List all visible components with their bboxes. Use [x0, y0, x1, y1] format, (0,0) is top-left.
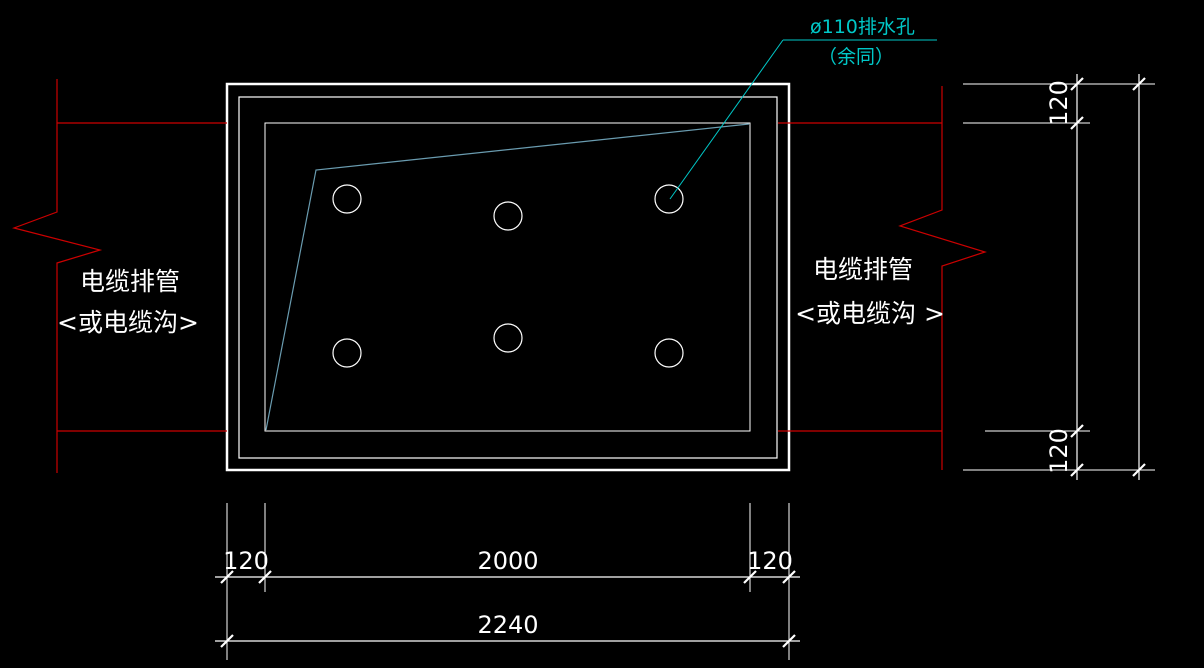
- bottom-dimension-chain: [215, 570, 800, 584]
- dimension-tick: [1070, 463, 1084, 477]
- drain-hole: [493, 323, 523, 353]
- left-cable-duct: [11, 79, 227, 473]
- dimension-tick: [220, 570, 234, 584]
- drain-hole: [654, 338, 684, 368]
- floor-slope-line: [265, 123, 750, 431]
- bottom-dimension-total: [215, 634, 800, 648]
- dimension-tick: [743, 570, 757, 584]
- drain-hole-note-line1: ø110排水孔: [810, 16, 915, 38]
- pit-floor-boundary: [264, 122, 751, 432]
- dim-right-bottom-wall: 120: [1045, 428, 1073, 474]
- dimension-tick: [1070, 424, 1084, 438]
- dim-bottom-right-wall: 120: [747, 547, 793, 575]
- dimension-tick: [782, 570, 796, 584]
- left-break-line: [11, 79, 103, 473]
- pit-outer-wall: [225, 82, 791, 472]
- dimension-tick: [258, 570, 272, 584]
- right-dimension-total: [1132, 74, 1146, 480]
- drain-holes: [332, 184, 684, 368]
- left-label-line1: 电缆排管: [80, 267, 180, 296]
- left-label-line2: <或电缆沟>: [57, 308, 199, 337]
- dimension-tick: [1070, 116, 1084, 130]
- dim-bottom-left-wall: 120: [223, 547, 269, 575]
- drain-hole: [654, 184, 684, 214]
- dimension-tick: [1132, 463, 1146, 477]
- dim-right-top-wall: 120: [1045, 80, 1073, 126]
- leader-line: [669, 39, 784, 200]
- drain-hole: [332, 184, 362, 214]
- dimension-tick: [782, 634, 796, 648]
- dim-bottom-inner: 2000: [477, 547, 538, 575]
- dimension-tick: [220, 634, 234, 648]
- drain-hole: [332, 338, 362, 368]
- drain-hole-note-line2: （余同）: [818, 46, 894, 68]
- dimension-tick: [1070, 77, 1084, 91]
- right-break-line: [898, 86, 987, 470]
- right-label-line1: 电缆排管: [813, 255, 913, 284]
- right-dimension-extensions: [963, 83, 1155, 471]
- dim-bottom-total: 2240: [477, 611, 538, 639]
- right-cable-duct: [778, 86, 987, 470]
- pit-outline: [225, 82, 791, 472]
- dimension-tick: [1132, 77, 1146, 91]
- right-dimension-chain: [1070, 74, 1084, 480]
- drain-hole-leader: [669, 39, 937, 200]
- pit-inner-wall: [238, 96, 778, 459]
- right-label-line2: <或电缆沟 >: [795, 299, 945, 328]
- drain-hole: [493, 201, 523, 231]
